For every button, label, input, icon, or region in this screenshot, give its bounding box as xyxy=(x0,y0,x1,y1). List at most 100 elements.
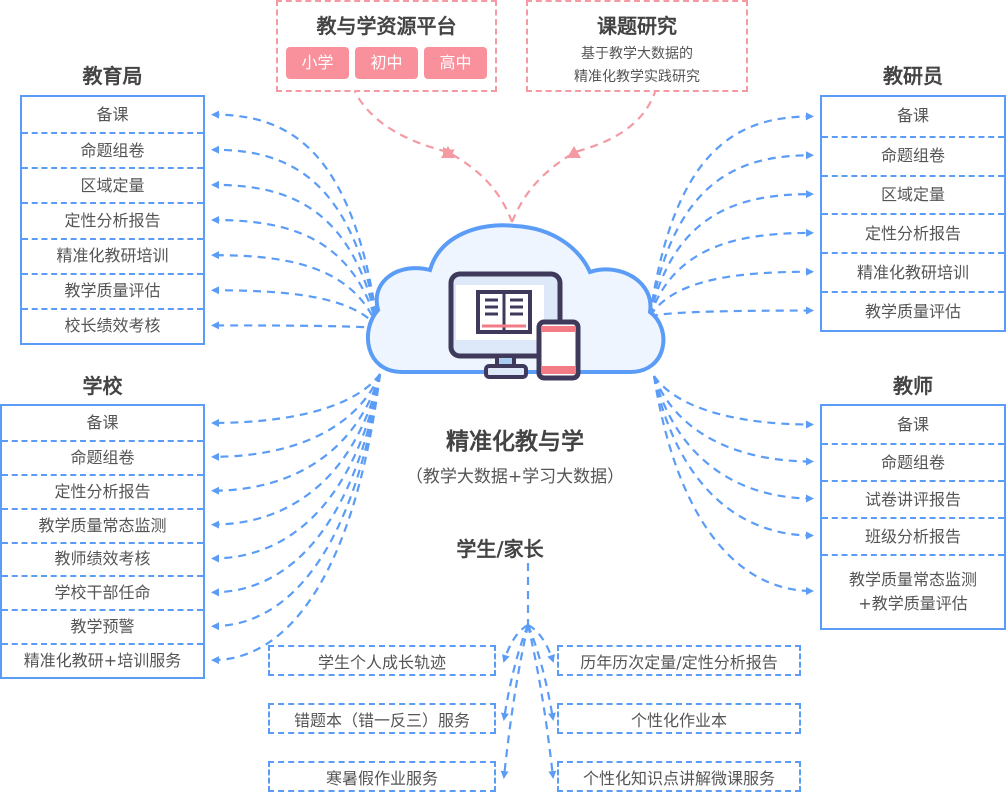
computer-and-phone-icon xyxy=(448,271,581,381)
bureau-item[interactable]: 区域定量 xyxy=(22,167,203,202)
student-right-item: 个性化作业本 xyxy=(557,703,801,734)
bureau-item-label: 精准化教研培训 xyxy=(56,246,169,266)
link-to-bureau-item xyxy=(211,251,380,329)
school-item[interactable]: 学校干部任命 xyxy=(2,575,203,609)
teacher-item[interactable]: 试卷讲评报告 xyxy=(822,480,1004,517)
student-right-item: 个性化知识点讲解微课服务 xyxy=(557,761,801,792)
link-to-school-item xyxy=(211,373,382,597)
school-item-label: 教学预警 xyxy=(70,617,135,637)
teacher-item[interactable]: 命题组卷 xyxy=(822,443,1004,480)
research-line-2: 精准化教学实践研究 xyxy=(574,69,700,85)
teacher-item-label: +教学质量评估 xyxy=(858,594,968,613)
bureau-item[interactable]: 校长绩效考核 xyxy=(22,307,203,343)
bureau-item[interactable]: 定性分析报告 xyxy=(22,202,203,237)
school-item[interactable]: 教学质量常态监测 xyxy=(2,507,203,542)
school-item-label: 命题组卷 xyxy=(70,447,135,467)
cloud-shape xyxy=(365,223,666,374)
chip-junior[interactable]: 初中 xyxy=(355,47,418,79)
student-right-item: 历年历次定量/定性分析报告 xyxy=(557,645,801,676)
bureau-item[interactable]: 教学质量评估 xyxy=(22,272,203,308)
researcher-item[interactable]: 区域定量 xyxy=(822,174,1004,214)
school-title: 学校 xyxy=(82,374,123,398)
student-title: 学生/家长 xyxy=(456,537,544,561)
researcher-item-label: 区域定量 xyxy=(880,185,945,205)
school-list: 备课命题组卷定性分析报告教学质量常态监测教师绩效考核学校干部任命教学预警精准化教… xyxy=(0,404,205,679)
researcher-item[interactable]: 定性分析报告 xyxy=(822,213,1004,252)
researcher-item[interactable]: 命题组卷 xyxy=(822,135,1004,175)
teacher-item[interactable]: 备课 xyxy=(822,406,1004,443)
link-to-school-item xyxy=(211,373,382,631)
link-to-bureau-item xyxy=(211,110,380,329)
link-center-to-research xyxy=(510,91,657,223)
teacher-item-label: 教学质量常态监测 xyxy=(848,570,977,589)
researcher-list: 备课命题组卷区域定量定性分析报告精准化教研培训教学质量评估 xyxy=(820,95,1006,332)
bureau-item[interactable]: 精准化教研培训 xyxy=(22,237,203,273)
link-to-student-left-item xyxy=(500,624,530,721)
school-item[interactable]: 精准化教研+培训服务 xyxy=(2,643,203,677)
school-item[interactable]: 命题组卷 xyxy=(2,439,203,474)
bureau-item-label: 命题组卷 xyxy=(80,140,145,160)
link-to-school-item xyxy=(211,373,382,529)
researcher-item-label: 命题组卷 xyxy=(880,146,945,166)
bureau-item[interactable]: 备课 xyxy=(22,97,203,132)
link-to-school-item xyxy=(211,373,381,427)
bureau-item[interactable]: 命题组卷 xyxy=(22,132,203,167)
grade-chips: 小学 初中 高中 xyxy=(278,47,495,79)
link-to-researcher-item xyxy=(648,228,814,317)
research-box: 课题研究 基于教学大数据的 精准化教学实践研究 xyxy=(526,0,748,92)
pink-arrow-left xyxy=(441,146,455,158)
school-item[interactable]: 教师绩效考核 xyxy=(2,541,203,576)
link-to-school-item xyxy=(211,373,382,461)
school-item[interactable]: 教学预警 xyxy=(2,609,203,643)
teacher-item-label: 备课 xyxy=(896,414,929,434)
bureau-item-label: 校长绩效考核 xyxy=(64,316,161,336)
link-to-bureau-item xyxy=(211,145,380,329)
link-to-student-right-item xyxy=(527,624,555,663)
researcher-item-label: 教学质量评估 xyxy=(864,301,961,321)
teacher-item[interactable]: 班级分析报告 xyxy=(822,517,1004,554)
resource-platform-box: 教与学资源平台 小学 初中 高中 xyxy=(276,0,497,92)
link-to-researcher-item xyxy=(648,112,814,317)
bureau-list: 备课命题组卷区域定量定性分析报告精准化教研培训教学质量评估校长绩效考核 xyxy=(20,95,205,345)
link-to-teacher-item xyxy=(652,375,814,503)
link-to-researcher-item xyxy=(648,151,814,317)
teacher-item-label: 试卷讲评报告 xyxy=(864,489,961,509)
center-title: 精准化教与学 xyxy=(446,429,584,455)
researcher-item[interactable]: 教学质量评估 xyxy=(822,291,1004,330)
student-left-item: 错题本（错一反三）服务 xyxy=(268,703,496,734)
school-item-label: 学校干部任命 xyxy=(54,583,151,603)
teacher-item-label: 命题组卷 xyxy=(880,452,945,472)
student-left-item: 学生个人成长轨迹 xyxy=(268,645,496,676)
link-to-bureau-item xyxy=(211,321,379,330)
researcher-item[interactable]: 备课 xyxy=(822,97,1004,136)
chip-primary[interactable]: 小学 xyxy=(286,47,349,79)
school-item-label: 精准化教研+培训服务 xyxy=(23,651,182,671)
link-center-to-resource-platform xyxy=(354,91,514,223)
link-to-student-left-item xyxy=(500,624,530,779)
research-line-1: 基于教学大数据的 xyxy=(581,46,693,62)
link-to-researcher-item xyxy=(648,190,814,317)
teacher-title: 教师 xyxy=(893,374,933,398)
researcher-item-label: 精准化教研培训 xyxy=(856,262,969,282)
chip-senior[interactable]: 高中 xyxy=(424,47,487,79)
teacher-list: 备课命题组卷试卷讲评报告班级分析报告教学质量常态监测 +教学质量评估 xyxy=(820,404,1006,630)
school-item-label: 教学质量常态监测 xyxy=(38,515,167,535)
researcher-item[interactable]: 精准化教研培训 xyxy=(822,252,1004,291)
school-item-label: 定性分析报告 xyxy=(54,481,151,501)
research-title: 课题研究 xyxy=(597,14,677,38)
link-to-teacher-item xyxy=(653,375,814,429)
link-to-student-left-item xyxy=(502,624,529,663)
school-item[interactable]: 备课 xyxy=(2,406,203,440)
link-to-bureau-item xyxy=(211,286,379,329)
school-item[interactable]: 定性分析报告 xyxy=(2,473,203,508)
link-to-teacher-item xyxy=(652,375,814,466)
school-item-label: 备课 xyxy=(86,412,119,432)
resource-platform-title: 教与学资源平台 xyxy=(316,14,457,38)
link-to-student-right-item xyxy=(526,624,556,721)
link-to-researcher-item xyxy=(649,306,814,318)
bureau-item-label: 备课 xyxy=(96,104,129,124)
pink-arrow-right xyxy=(567,146,581,158)
teacher-item[interactable]: 教学质量常态监测 +教学质量评估 xyxy=(822,554,1004,628)
student-left-item: 寒暑假作业服务 xyxy=(268,761,496,792)
link-to-student-right-item xyxy=(526,624,557,779)
